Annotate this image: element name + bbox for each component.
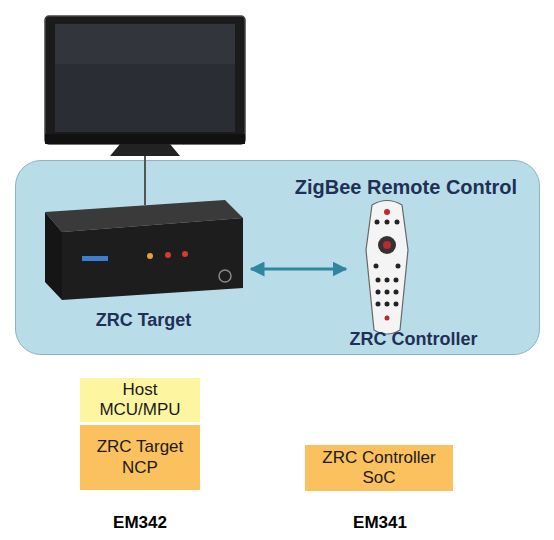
device-block: ZRC Controller [346, 196, 481, 353]
tv-stand [110, 144, 180, 156]
chip-label: ZRC Controller SoC [309, 448, 449, 489]
chip-box: ZRC Controller SoC [305, 445, 453, 491]
remote-illustration [366, 201, 408, 335]
hdmi-wire [144, 150, 146, 205]
remote-button [385, 316, 390, 321]
stb-led [182, 251, 188, 257]
set-top-box-illustration [45, 200, 243, 300]
remote-body [366, 201, 408, 335]
remote-button [385, 302, 390, 307]
band-region: ZigBee Remote ControlZRC TargetZRC Contr… [15, 160, 540, 355]
device-label: ZRC Controller [350, 329, 478, 351]
tv-frame [45, 16, 245, 144]
remote-button [394, 290, 399, 295]
part-number: EM342 [113, 513, 167, 533]
part-number: EM341 [353, 513, 407, 533]
chip-box: Host MCU/MPU [80, 378, 200, 422]
remote-button [385, 220, 390, 225]
region-title: ZigBee Remote Control [295, 175, 517, 199]
stb-led [147, 253, 153, 259]
device-label: ZRC Target [96, 310, 192, 332]
remote-button [394, 302, 399, 307]
remote-button [376, 302, 381, 307]
remote-button [395, 220, 400, 225]
stb-led [165, 252, 171, 258]
link-arrow [251, 268, 346, 271]
remote-button [374, 264, 379, 269]
remote-button [385, 278, 390, 283]
remote-dpad [378, 236, 396, 254]
chip-box: ZRC Target NCP [80, 425, 200, 490]
device-block: ZRC Target [36, 191, 251, 336]
remote-button [394, 278, 399, 283]
stb-usb [82, 256, 108, 261]
stb-power [219, 270, 231, 282]
stb-front [62, 218, 243, 300]
remote-ok [383, 241, 391, 249]
tv-glare [55, 24, 235, 64]
chip-label: Host MCU/MPU [84, 380, 196, 421]
remote-button [376, 290, 381, 295]
remote-button [376, 278, 381, 283]
remote-button [385, 290, 390, 295]
stb-side [45, 212, 62, 300]
tv-screen [55, 24, 235, 132]
remote-button [384, 209, 390, 215]
tv-bezel [45, 134, 245, 144]
remote-button [396, 264, 401, 269]
remote-button [375, 220, 380, 225]
tv-illustration [45, 16, 245, 205]
chip-label: ZRC Target NCP [84, 437, 196, 478]
